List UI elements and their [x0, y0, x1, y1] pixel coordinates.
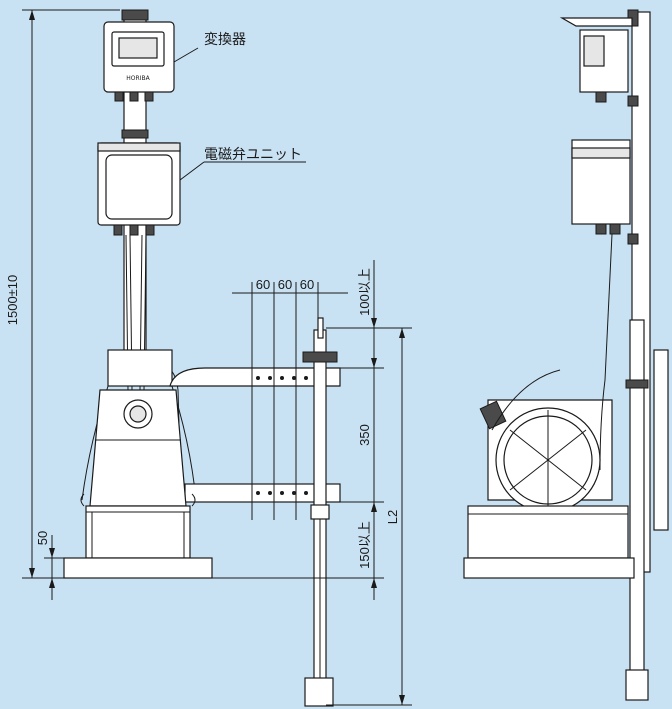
right-hook [191, 493, 196, 507]
spacing-1-label: 60 [256, 277, 270, 292]
solenoid-valve-unit: 電磁弁ユニット [97, 142, 306, 236]
side-base-plate [463, 557, 635, 579]
mounting-plate [107, 349, 173, 387]
side-solenoid-unit [571, 139, 631, 235]
converter-label: 変換器 [204, 31, 246, 48]
front-view: 1500±10 50 HORIBA 変換器 [5, 9, 412, 707]
pole-clamp [121, 129, 149, 139]
spacing-2-label: 60 [278, 277, 292, 292]
side-converter [579, 29, 629, 103]
top-clearance-label: 100以上 [357, 268, 372, 316]
bottom-clearance-label: 150以上 [357, 521, 372, 569]
length-label: L2 [385, 510, 400, 524]
sample-pipe [302, 317, 338, 707]
side-top-bracket [559, 17, 633, 27]
side-cable [604, 233, 613, 381]
total-height-label: 1500±10 [5, 275, 20, 326]
side-container [479, 369, 613, 513]
base-height-dimension: 50 [35, 531, 64, 600]
spacing-3-label: 60 [300, 277, 314, 292]
base-plate [63, 557, 213, 579]
vertical-dimensions: 100以上 350 150以上 L2 [212, 260, 412, 706]
hole-spacing-dimension: 60 60 60 [232, 277, 348, 520]
side-view [463, 9, 669, 701]
left-hook [80, 493, 85, 507]
bracket-gap-label: 350 [357, 424, 372, 446]
side-sample-pipe [625, 319, 669, 701]
reagent-container [89, 389, 187, 507]
lower-bracket [184, 483, 341, 503]
base-height-label: 50 [35, 531, 50, 545]
converter: HORIBA 変換器 [103, 21, 246, 102]
pole-cap [121, 9, 149, 21]
side-crate [467, 505, 629, 559]
crate [85, 505, 191, 559]
upper-bracket [169, 367, 341, 387]
total-height-dimension: 1500±10 [5, 9, 120, 579]
converter-brand: HORIBA [126, 75, 150, 82]
solenoid-unit-label: 電磁弁ユニット [204, 147, 302, 163]
